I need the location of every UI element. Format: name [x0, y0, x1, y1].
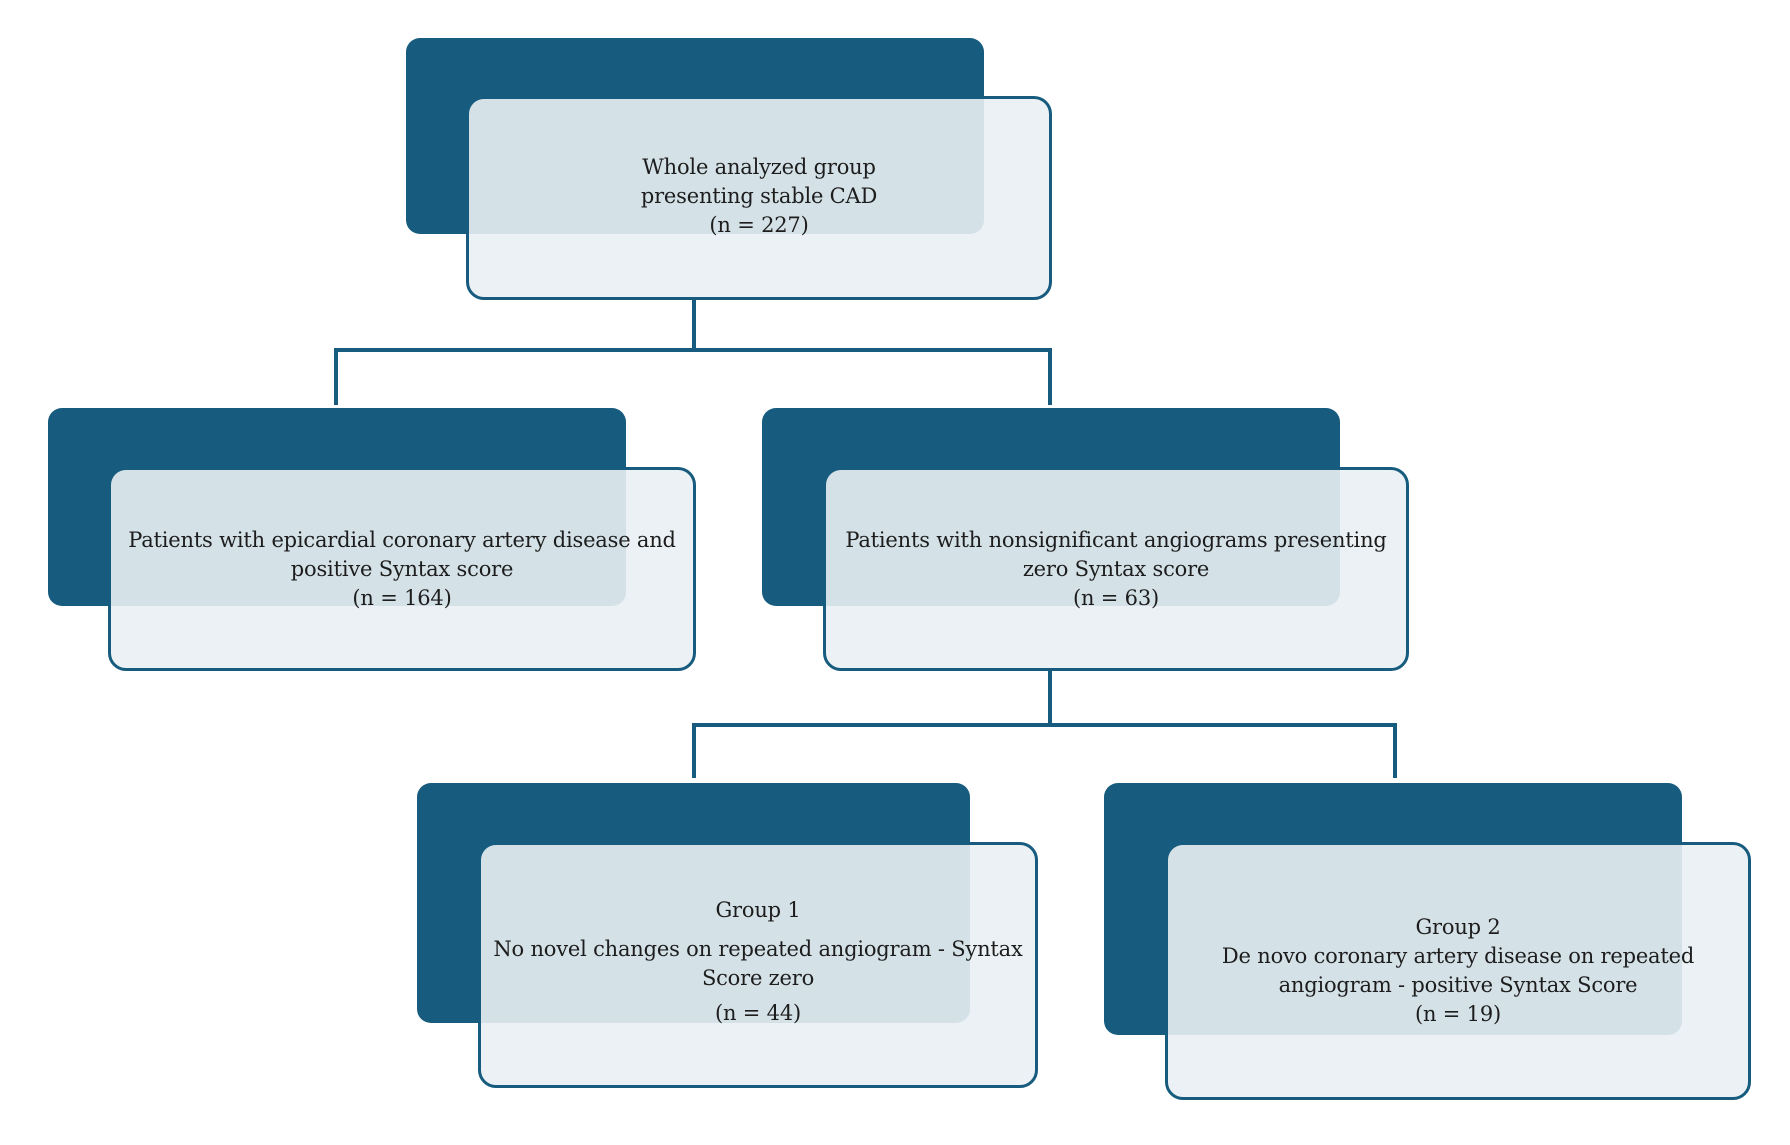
group-description-line-2: angiogram - positive Syntax Score	[1278, 973, 1638, 997]
connector-root-to-level2	[334, 298, 1052, 405]
node-text: Whole analyzed group presenting stable C…	[466, 153, 1052, 240]
connector-right-to-groups	[692, 669, 1397, 778]
node-text: Group 2 De novo coronary artery disease …	[1175, 913, 1741, 1029]
node-front-box	[466, 96, 1052, 300]
group-description-line-1: De novo coronary artery disease on repea…	[1221, 944, 1695, 968]
node-subtitle: positive Syntax score	[290, 557, 514, 581]
node-count: (n = 63)	[1073, 586, 1159, 610]
node-front-box	[1165, 842, 1751, 1100]
node-title: Whole analyzed group	[642, 155, 876, 179]
group-description-line-1: No novel changes on repeated angiogram -…	[493, 937, 1023, 961]
node-text: Patients with nonsignificant angiograms …	[833, 526, 1399, 613]
node-front-box	[108, 467, 696, 671]
node-count: (n = 44)	[715, 1001, 801, 1025]
group-description-line-2: Score zero	[701, 966, 815, 990]
node-title: Patients with epicardial coronary artery…	[128, 528, 676, 552]
node-count: (n = 19)	[1415, 1002, 1501, 1026]
group-label: Group 2	[1415, 915, 1501, 939]
node-subtitle: presenting stable CAD	[640, 184, 878, 208]
node-front-box	[823, 467, 1409, 671]
node-text: Group 1 No novel changes on repeated ang…	[488, 896, 1028, 1028]
node-subtitle: zero Syntax score	[1022, 557, 1210, 581]
node-count: (n = 227)	[709, 213, 809, 237]
node-title: Patients with nonsignificant angiograms …	[845, 528, 1387, 552]
group-label: Group 1	[715, 898, 801, 922]
node-count: (n = 164)	[352, 586, 452, 610]
node-front-box	[478, 842, 1038, 1088]
node-text: Patients with epicardial coronary artery…	[118, 526, 686, 613]
